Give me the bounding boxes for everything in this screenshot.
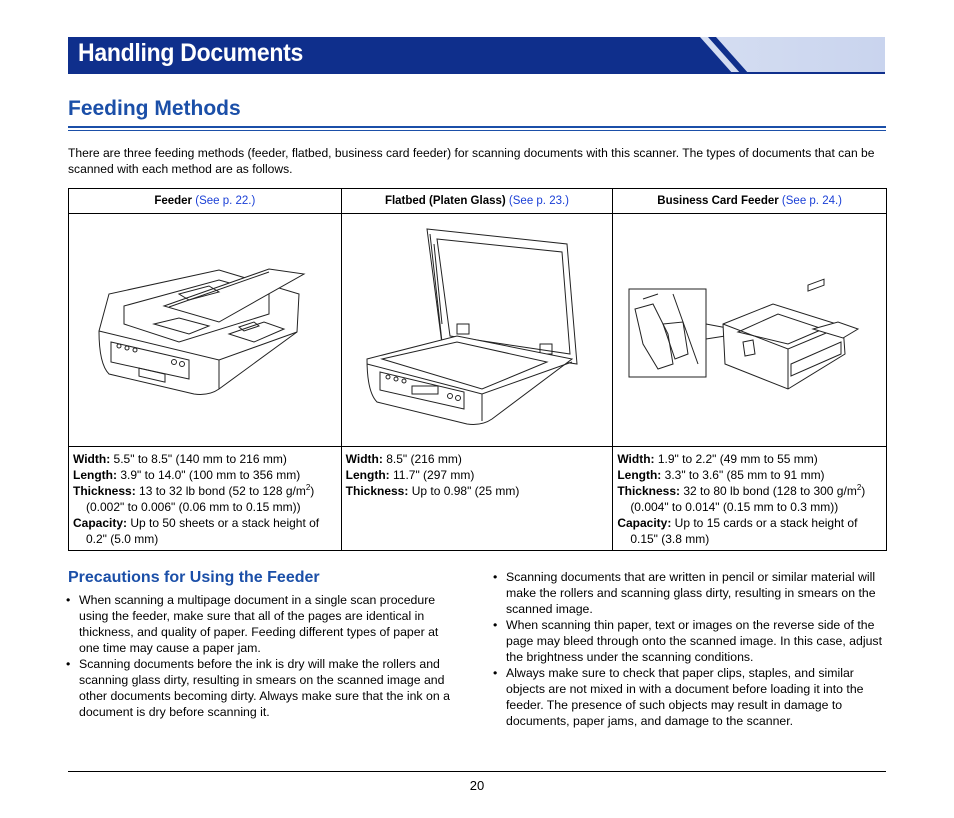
flatbed-specs: Width: 8.5" (216 mm) Length: 11.7" (297 … bbox=[340, 446, 614, 551]
flatbed-width: Width: 8.5" (216 mm) bbox=[346, 451, 609, 467]
spec-value: 3.3" to 3.6" (85 mm to 91 mm) bbox=[661, 468, 825, 482]
spec-value: 3.9" to 14.0" (100 mm to 356 mm) bbox=[117, 468, 301, 482]
spec-label: Thickness: bbox=[617, 484, 681, 498]
list-item: • Always make sure to check that paper cl… bbox=[493, 665, 887, 729]
bullet-icon: • bbox=[66, 593, 71, 607]
intro-paragraph: There are three feeding methods (feeder,… bbox=[68, 146, 875, 176]
spec-label: Width: bbox=[345, 452, 383, 466]
card-thickness: Thickness: 32 to 80 lb bond (128 to 300 … bbox=[617, 483, 882, 515]
feeder-specs: Width: 5.5" to 8.5" (140 mm to 216 mm) L… bbox=[68, 446, 342, 551]
spec-value: 8.5" (216 mm) bbox=[382, 452, 462, 466]
feeder-length: Length: 3.9" to 14.0" (100 mm to 356 mm) bbox=[73, 467, 337, 483]
card-feeder-page-link[interactable]: (See p. 24.) bbox=[781, 195, 843, 207]
bullet-icon: • bbox=[493, 666, 498, 680]
header-feeder: Feeder (See p. 22.) bbox=[68, 188, 342, 214]
flatbed-illustration-cell bbox=[340, 213, 614, 447]
bullet-icon: • bbox=[493, 618, 498, 632]
bullet-icon: • bbox=[493, 570, 498, 584]
section-title: Feeding Methods bbox=[68, 97, 241, 120]
spec-label: Length: bbox=[617, 468, 662, 482]
card-feeder-specs: Width: 1.9" to 2.2" (49 mm to 55 mm) Len… bbox=[612, 446, 887, 551]
table-image-row bbox=[68, 213, 887, 447]
footer-rule bbox=[68, 771, 886, 772]
spec-label: Width: bbox=[617, 452, 655, 466]
flatbed-thickness: Thickness: Up to 0.98" (25 mm) bbox=[346, 483, 609, 499]
chapter-title: Handling Documents bbox=[78, 39, 304, 67]
card-capacity: Capacity: Up to 15 cards or a stack heig… bbox=[617, 515, 882, 547]
list-item-text: When scanning a multipage document in a … bbox=[79, 593, 439, 655]
spec-label: Capacity: bbox=[73, 516, 128, 530]
spec-value: 11.7" (297 mm) bbox=[389, 468, 475, 482]
card-feeder-illustration-cell bbox=[612, 213, 887, 447]
spec-label: Capacity: bbox=[617, 516, 672, 530]
scanner-flatbed-illustration bbox=[366, 228, 578, 425]
card-length: Length: 3.3" to 3.6" (85 mm to 91 mm) bbox=[617, 467, 882, 483]
spec-value: 13 to 32 lb bond (52 to 128 g/m bbox=[135, 484, 306, 498]
list-item-text: Scanning documents before the ink is dry… bbox=[79, 657, 450, 719]
spec-value: Up to 0.98" (25 mm) bbox=[408, 484, 520, 498]
header-feeder-label: Feeder bbox=[154, 195, 196, 207]
superscript: 2 bbox=[305, 483, 311, 492]
list-item: • Scanning documents that are written in … bbox=[493, 569, 887, 617]
spec-label: Thickness: bbox=[73, 484, 136, 498]
header-card-feeder: Business Card Feeder (See p. 24.) bbox=[612, 188, 887, 214]
section-rule bbox=[68, 126, 886, 128]
section-rule-thin bbox=[68, 130, 886, 131]
feeder-illustration-cell bbox=[68, 213, 342, 447]
spec-value: ) (0.002" to 0.006" (0.06 mm to 0.15 mm)… bbox=[86, 484, 315, 514]
flatbed-page-link[interactable]: (See p. 23.) bbox=[508, 195, 570, 207]
feeder-page-link[interactable]: (See p. 22.) bbox=[195, 195, 256, 207]
table-header-row: Feeder (See p. 22.) Flatbed (Platen Glas… bbox=[68, 188, 887, 214]
page-number: 20 bbox=[469, 778, 485, 793]
spec-value: 5.5" to 8.5" (140 mm to 216 mm) bbox=[110, 452, 287, 466]
table-spec-row: Width: 5.5" to 8.5" (140 mm to 216 mm) L… bbox=[68, 446, 887, 551]
list-item-text: When scanning thin paper, text or images… bbox=[506, 618, 882, 664]
precautions-left-list: • When scanning a multipage document in a… bbox=[66, 592, 460, 720]
scanner-card-feeder-illustration bbox=[628, 278, 860, 390]
spec-label: Thickness: bbox=[345, 484, 409, 498]
spec-value: Up to 15 cards or a stack height of 0.15… bbox=[630, 516, 858, 546]
feeding-methods-table: Feeder (See p. 22.) Flatbed (Platen Glas… bbox=[68, 188, 887, 551]
list-item: • When scanning a multipage document in a… bbox=[66, 592, 460, 656]
spec-label: Length: bbox=[73, 468, 117, 482]
flatbed-length: Length: 11.7" (297 mm) bbox=[346, 467, 609, 483]
list-item: • Scanning documents before the ink is dr… bbox=[66, 656, 460, 720]
chapter-banner: Handling Documents bbox=[68, 37, 885, 74]
chapter-banner-graphic bbox=[68, 37, 885, 74]
feeder-width: Width: 5.5" to 8.5" (140 mm to 216 mm) bbox=[73, 451, 337, 467]
spec-value: ) (0.004" to 0.014" (0.15 mm to 0.3 mm)) bbox=[630, 484, 866, 514]
spec-value: Up to 50 sheets or a stack height of 0.2… bbox=[86, 516, 320, 546]
precautions-title: Precautions for Using the Feeder bbox=[68, 569, 320, 586]
superscript: 2 bbox=[856, 483, 862, 492]
scanner-feeder-illustration bbox=[98, 268, 306, 395]
spec-label: Width: bbox=[73, 452, 111, 466]
precautions-right-list: • Scanning documents that are written in … bbox=[493, 569, 887, 729]
spec-value: 32 to 80 lb bond (128 to 300 g/m bbox=[680, 484, 857, 498]
header-flatbed: Flatbed (Platen Glass) (See p. 23.) bbox=[340, 188, 614, 214]
header-flatbed-label: Flatbed (Platen Glass) bbox=[384, 195, 509, 207]
feeder-capacity: Capacity: Up to 50 sheets or a stack hei… bbox=[73, 515, 337, 547]
list-item: • When scanning thin paper, text or image… bbox=[493, 617, 887, 665]
list-item-text: Scanning documents that are written in p… bbox=[506, 570, 876, 616]
feeder-thickness: Thickness: 13 to 32 lb bond (52 to 128 g… bbox=[73, 483, 337, 515]
header-card-label: Business Card Feeder bbox=[657, 195, 782, 207]
spec-value: 1.9" to 2.2" (49 mm to 55 mm) bbox=[654, 452, 818, 466]
list-item-text: Always make sure to check that paper cli… bbox=[506, 666, 864, 728]
spec-label: Length: bbox=[345, 468, 390, 482]
bullet-icon: • bbox=[66, 657, 71, 671]
card-width: Width: 1.9" to 2.2" (49 mm to 55 mm) bbox=[617, 451, 882, 467]
